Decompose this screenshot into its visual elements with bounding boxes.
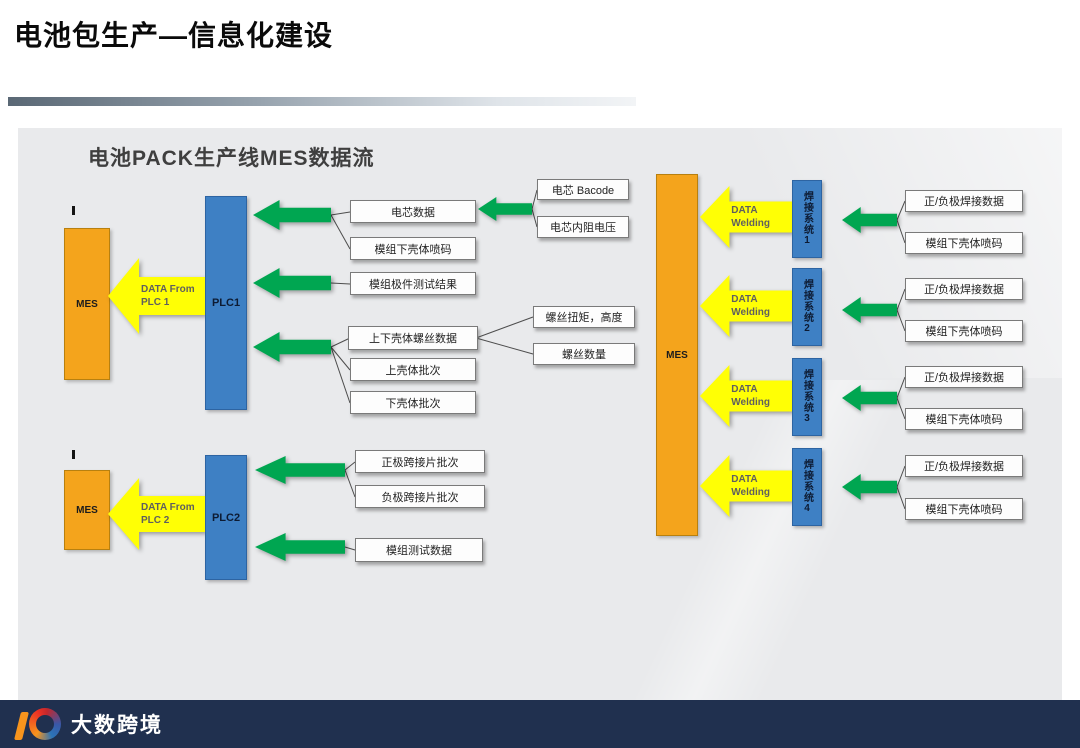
green-arrow — [842, 474, 897, 500]
green-arrow — [255, 456, 345, 484]
title-underline — [8, 97, 636, 106]
arrow-text-line1: DATA — [731, 205, 758, 216]
brand-logo — [14, 708, 61, 740]
data-welding-arrow-4: DATA Welding — [700, 455, 792, 517]
data-welding-arrow-1: DATA Welding — [700, 186, 792, 248]
source-box: 电芯 Bacode — [537, 179, 629, 200]
arrow-text-line1: DATA From — [140, 284, 195, 295]
arrow-text-line1: DATA — [731, 294, 758, 305]
green-arrow — [253, 200, 331, 230]
source-box: 螺丝扭矩，高度 — [533, 306, 635, 328]
green-arrow — [255, 533, 345, 561]
text-cursor-artifact — [72, 450, 75, 459]
plc2-box: PLC2 — [205, 455, 247, 580]
data-box: 模组下壳体喷码 — [905, 320, 1023, 342]
data-box: 模组下壳体喷码 — [905, 408, 1023, 430]
data-box: 正极跨接片批次 — [355, 450, 485, 473]
data-box: 正/负极焊接数据 — [905, 190, 1023, 212]
data-box: 正/负极焊接数据 — [905, 455, 1023, 477]
connector-lines — [330, 189, 906, 551]
data-box: 电芯数据 — [350, 200, 476, 223]
arrow-text-line2: Welding — [731, 487, 770, 498]
green-arrow — [842, 385, 897, 411]
source-box: 螺丝数量 — [533, 343, 635, 365]
arrow-text-line1: DATA — [731, 474, 758, 485]
arrow-text-line1: DATA From — [140, 502, 195, 513]
mes-box-welding: MES — [656, 174, 698, 536]
text-cursor-artifact — [72, 206, 75, 215]
data-box: 下壳体批次 — [350, 391, 476, 414]
brand-name: 大数跨境 — [71, 714, 163, 737]
data-box: 模组极件测试结果 — [350, 272, 476, 295]
footer-bar: 大数跨境 — [0, 700, 1080, 748]
data-box: 模组下壳体喷码 — [905, 498, 1023, 520]
data-box: 模组下壳体喷码 — [905, 232, 1023, 254]
green-arrow — [478, 197, 532, 221]
data-welding-arrow-2: DATA Welding — [700, 275, 792, 337]
data-from-plc2-arrow: DATA From PLC 2 — [108, 478, 205, 550]
diagram-panel: 电池PACK生产线MES数据流 MES DATA From PLC 1 PLC1… — [18, 128, 1062, 700]
data-welding-arrow-3: DATA Welding — [700, 365, 792, 427]
brand-logo-one — [14, 712, 29, 740]
background-band — [442, 380, 1062, 700]
data-box: 正/负极焊接数据 — [905, 278, 1023, 300]
data-box: 模组测试数据 — [355, 538, 483, 562]
page-title: 电池包生产—信息化建设 — [14, 20, 334, 51]
green-arrow — [842, 207, 897, 233]
green-arrow — [842, 297, 897, 323]
data-box: 上下壳体螺丝数据 — [348, 326, 478, 350]
mes-box-plc1: MES — [64, 228, 110, 380]
arrow-text-line2: Welding — [731, 218, 770, 229]
data-box: 负极跨接片批次 — [355, 485, 485, 508]
arrow-text-line2: PLC 1 — [140, 297, 170, 308]
welding-system-3-box: 焊接系统3 — [792, 358, 822, 436]
arrow-text-line2: Welding — [731, 397, 770, 408]
green-arrow — [253, 268, 331, 298]
arrow-text-line2: Welding — [731, 307, 770, 318]
brand-logo-ring — [29, 708, 61, 740]
data-box: 正/负极焊接数据 — [905, 366, 1023, 388]
mes-box-plc2: MES — [64, 470, 110, 550]
source-box: 电芯内阻电压 — [537, 216, 629, 238]
arrow-text-line1: DATA — [731, 384, 758, 395]
welding-system-4-box: 焊接系统4 — [792, 448, 822, 526]
data-from-plc1-arrow: DATA From PLC 1 — [108, 258, 205, 334]
plc1-box: PLC1 — [205, 196, 247, 410]
welding-system-1-box: 焊接系统1 — [792, 180, 822, 258]
welding-system-2-box: 焊接系统2 — [792, 268, 822, 346]
diagram-title: 电池PACK生产线MES数据流 — [88, 147, 375, 170]
data-box: 模组下壳体喷码 — [350, 237, 476, 260]
green-arrow — [253, 332, 331, 362]
arrow-text-line2: PLC 2 — [140, 515, 170, 526]
data-box: 上壳体批次 — [350, 358, 476, 381]
